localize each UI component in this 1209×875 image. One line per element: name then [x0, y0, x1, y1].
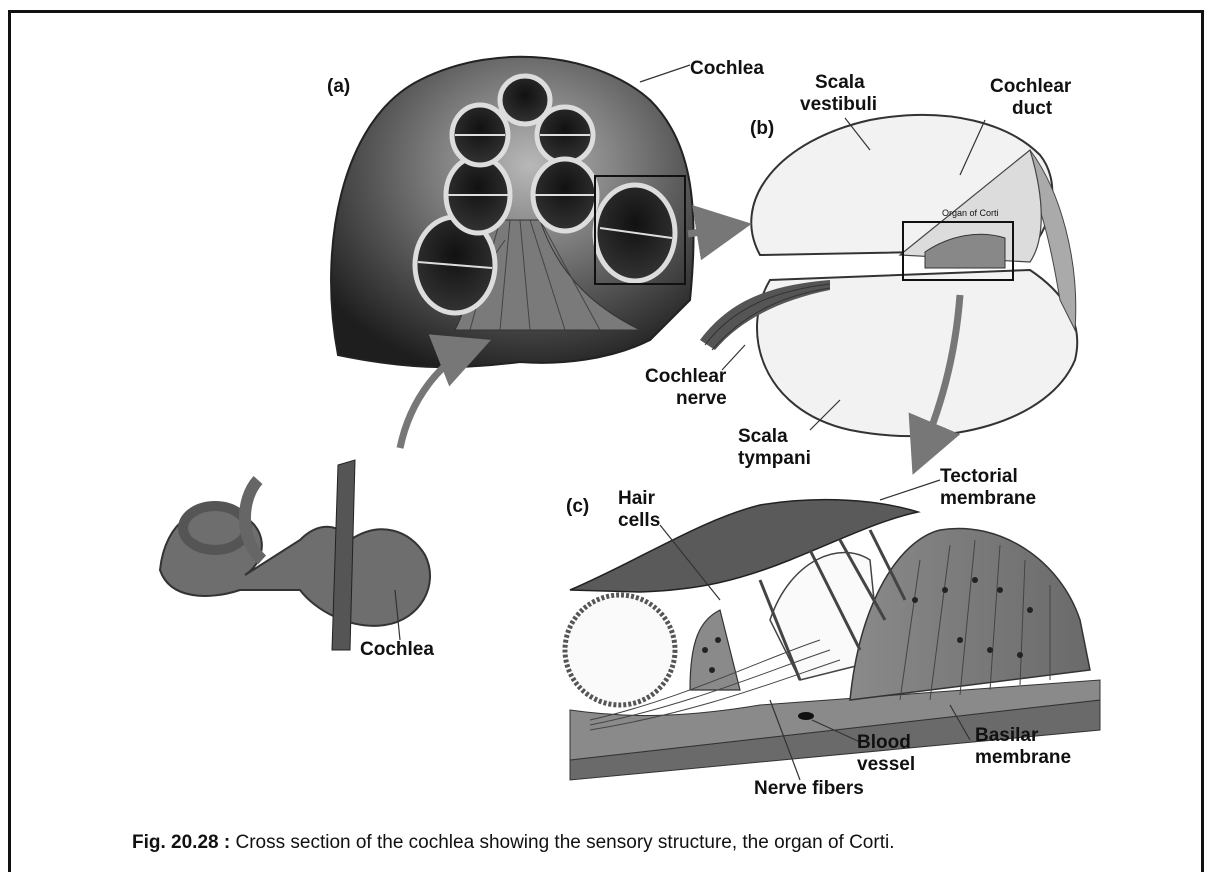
panel-a-cochlea-section	[331, 57, 694, 367]
inner-ear-illustration	[160, 460, 430, 650]
label-nerve-fibers: Nerve fibers	[754, 778, 864, 799]
label-blood-vessel-line1: Blood	[857, 732, 911, 753]
label-cochlea-bottom: Cochlea	[360, 639, 434, 660]
label-cochlea-top: Cochlea	[690, 58, 764, 79]
label-scala-tympani-line2: tympani	[738, 448, 811, 469]
label-cochlear-nerve-line2: nerve	[676, 388, 727, 409]
label-scala-vestibuli-line1: Scala	[815, 72, 865, 93]
label-cochlear-duct-line1: Cochlear	[990, 76, 1071, 97]
label-scala-vestibuli-line2: vestibuli	[800, 94, 877, 115]
label-cochlear-duct-line2: duct	[1012, 98, 1052, 119]
label-scala-tympani-line1: Scala	[738, 426, 788, 447]
panel-label-b: (b)	[750, 118, 774, 140]
label-hair-cells-line1: Hair	[618, 488, 655, 509]
label-cochlear-nerve-line1: Cochlear	[645, 366, 726, 387]
panel-label-c: (c)	[566, 496, 589, 518]
caption-text: Cross section of the cochlea showing the…	[230, 832, 894, 853]
label-basilar-membrane-line1: Basilar	[975, 725, 1038, 746]
label-hair-cells-line2: cells	[618, 510, 660, 531]
caption-figure-number: Fig. 20.28 :	[132, 832, 230, 853]
label-basilar-membrane-line2: membrane	[975, 747, 1071, 768]
label-tectorial-membrane-line1: Tectorial	[940, 466, 1018, 487]
panel-label-a: (a)	[327, 76, 350, 98]
label-blood-vessel-line2: vessel	[857, 754, 915, 775]
figure-caption: Fig. 20.28 : Cross section of the cochle…	[132, 832, 894, 854]
label-tectorial-membrane-line2: membrane	[940, 488, 1036, 509]
panel-b-cochlear-duct	[700, 115, 1077, 436]
label-organ-of-corti-small: Organ of Corti	[942, 208, 999, 218]
